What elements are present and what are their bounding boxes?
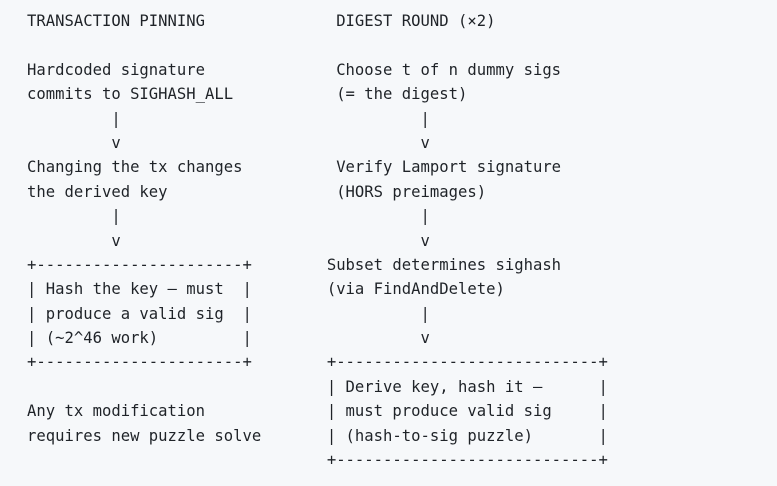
diagram-line: Changing the tx changes Verify Lamport s… [27, 158, 562, 177]
ascii-diagram: TRANSACTION PINNING DIGEST ROUND (×2) Har… [27, 12, 777, 470]
diagram-line-box-text: | Hash the key — must | (via FindAndDele… [27, 280, 505, 299]
diagram-line-box-border: +----------------------------+ [27, 451, 608, 470]
diagram-line [27, 33, 777, 57]
diagram-line: Hardcoded signature Choose t of n dummy … [27, 60, 562, 79]
diagram-line-headers: TRANSACTION PINNING DIGEST ROUND (×2) [27, 12, 496, 30]
diagram-line-box-border: +----------------------+ +--------------… [27, 353, 608, 372]
diagram-line-arrow: v v [27, 231, 430, 250]
diagram-line-arrow: v v [27, 133, 430, 152]
diagram-line-box-text: | produce a valid sig | | [27, 304, 430, 323]
diagram-line-connector: | | [27, 207, 430, 226]
diagram-line-connector: | | [27, 109, 430, 128]
diagram-line-box-text: requires new puzzle solve | (hash-to-sig… [27, 426, 608, 445]
diagram-line: commits to SIGHASH_ALL (= the digest) [27, 85, 468, 104]
diagram-line-box-text: Any tx modification | must produce valid… [27, 402, 608, 421]
diagram-line-box-text: | (~2^46 work) | v [27, 329, 430, 348]
diagram-line-box-text: | Derive key, hash it — | [27, 377, 608, 396]
diagram-line-box-border: +----------------------+ Subset determin… [27, 255, 562, 274]
diagram-line: the derived key (HORS preimages) [27, 182, 487, 201]
